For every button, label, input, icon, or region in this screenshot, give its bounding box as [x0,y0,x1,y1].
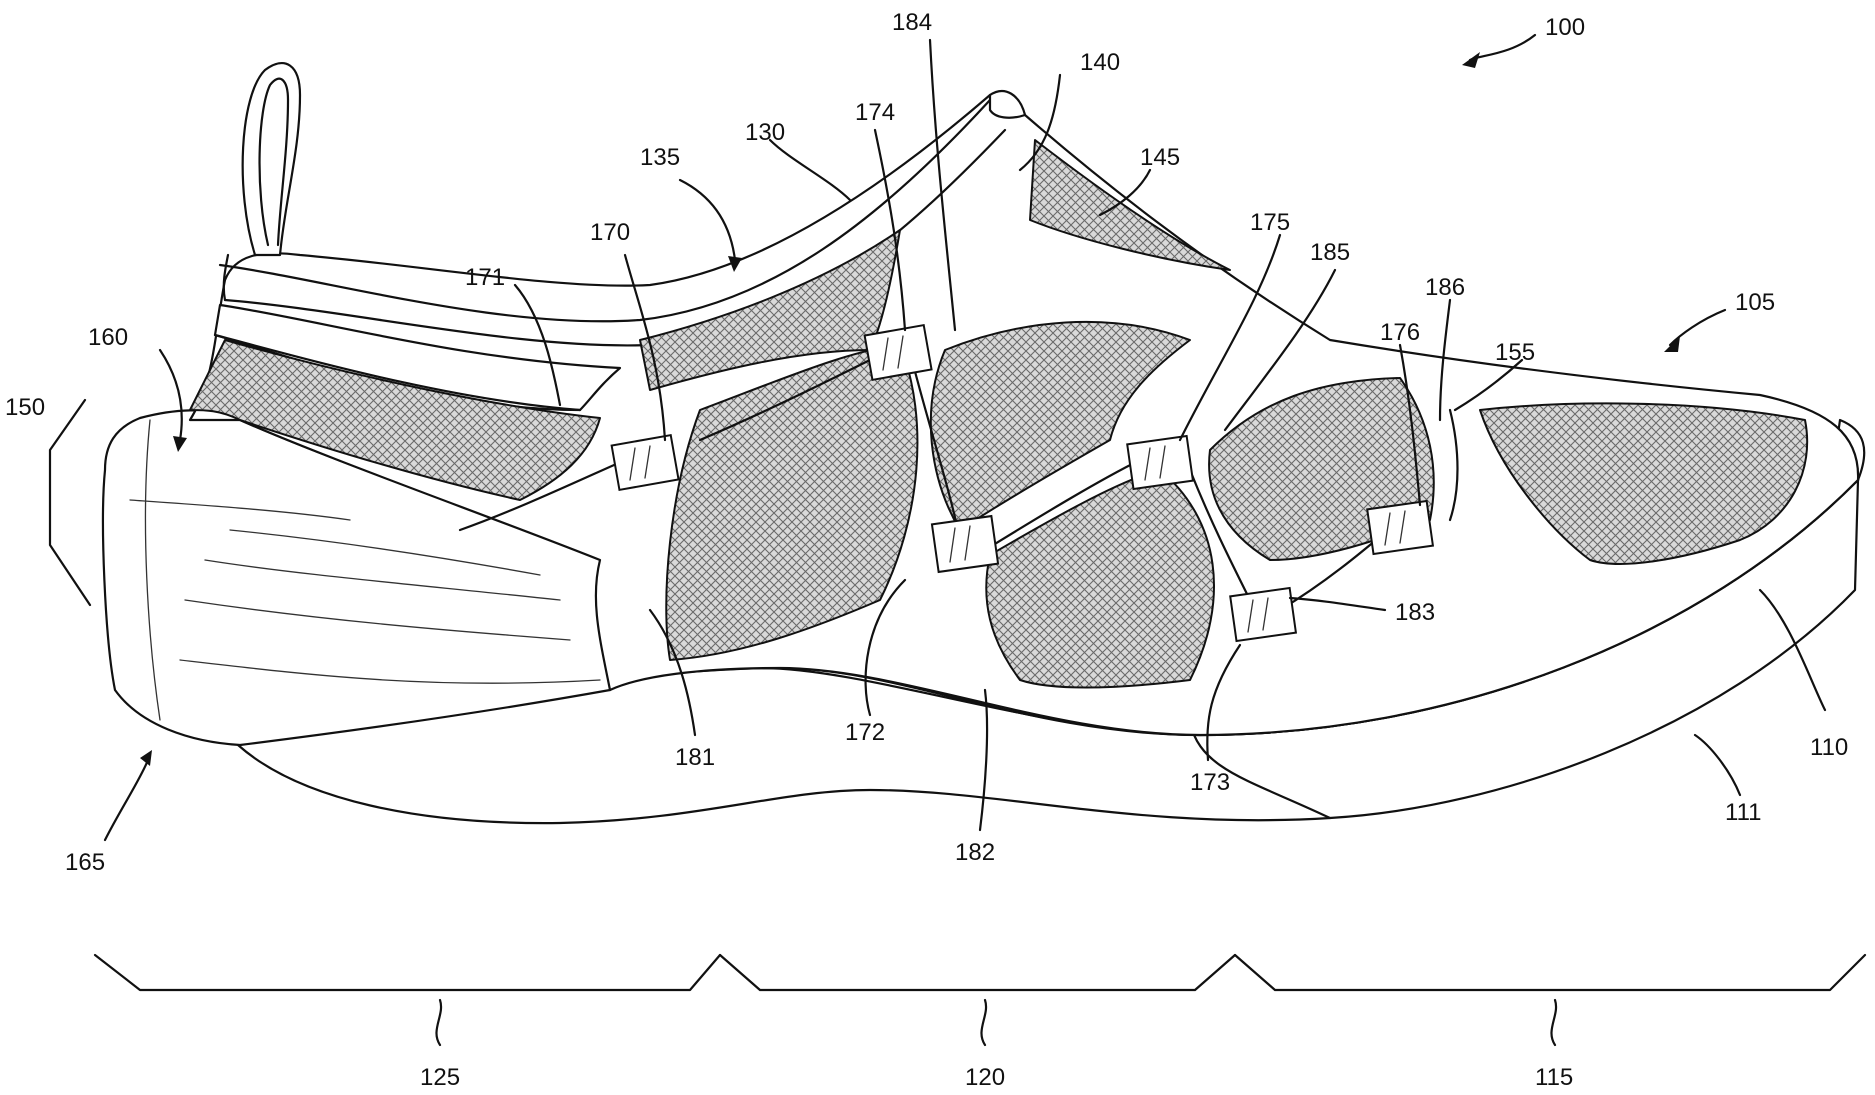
label-176: 176 [1380,319,1420,346]
label-120: 120 [965,1064,1005,1091]
label-115: 115 [1535,1064,1573,1091]
label-185: 185 [1310,239,1350,266]
label-130: 130 [745,119,785,146]
lace-clip-173 [1229,586,1298,643]
heel-counter [101,409,624,747]
upper [188,62,1860,737]
bracket-forefoot-region [1233,953,1867,992]
label-105: 105 [1735,289,1775,316]
lace-clip-171 [610,433,680,492]
label-174: 174 [855,99,895,126]
midfoot-mesh-panel-1 [665,344,919,661]
label-173: 173 [1190,769,1230,796]
bracket-midfoot-region [718,953,1237,992]
label-135: 135 [640,144,680,171]
bracket-150 [48,398,92,607]
label-145: 145 [1140,144,1180,171]
label-125: 125 [420,1064,460,1091]
midfoot-mesh-panel-2 [929,320,1191,531]
lace-clip-172 [930,514,1000,574]
heel-mesh-panel [189,339,601,501]
lace-clip-174 [863,323,933,382]
region-brackets [48,398,1867,1047]
label-171: 171 [465,264,505,291]
label-181: 181 [675,744,715,771]
lace-clip-176 [1366,499,1435,556]
label-165: 165 [65,849,105,876]
label-186: 186 [1425,274,1465,301]
label-155: 155 [1495,339,1535,366]
tongue-mesh-panel [1029,139,1231,271]
lace-clip-175 [1126,434,1195,491]
label-140: 140 [1080,49,1120,76]
collar-mesh-panel [639,229,901,391]
label-111: 111 [1725,799,1761,826]
label-100: 100 [1545,14,1585,41]
toe-mesh-panel [1479,402,1809,565]
label-175: 175 [1250,209,1290,236]
label-150: 150 [5,394,45,421]
reference-labels: 100 105 110 111 115 120 125 130 135 140 … [5,9,1848,1091]
label-184: 184 [892,9,932,36]
bracket-heel-region [93,953,722,992]
label-110: 110 [1810,734,1848,761]
label-172: 172 [845,719,885,746]
midfoot-mesh-panel-3 [985,469,1215,689]
label-182: 182 [955,839,995,866]
label-183: 183 [1395,599,1435,626]
label-160: 160 [88,324,128,351]
label-170: 170 [590,219,630,246]
leader-lines [103,33,1827,842]
